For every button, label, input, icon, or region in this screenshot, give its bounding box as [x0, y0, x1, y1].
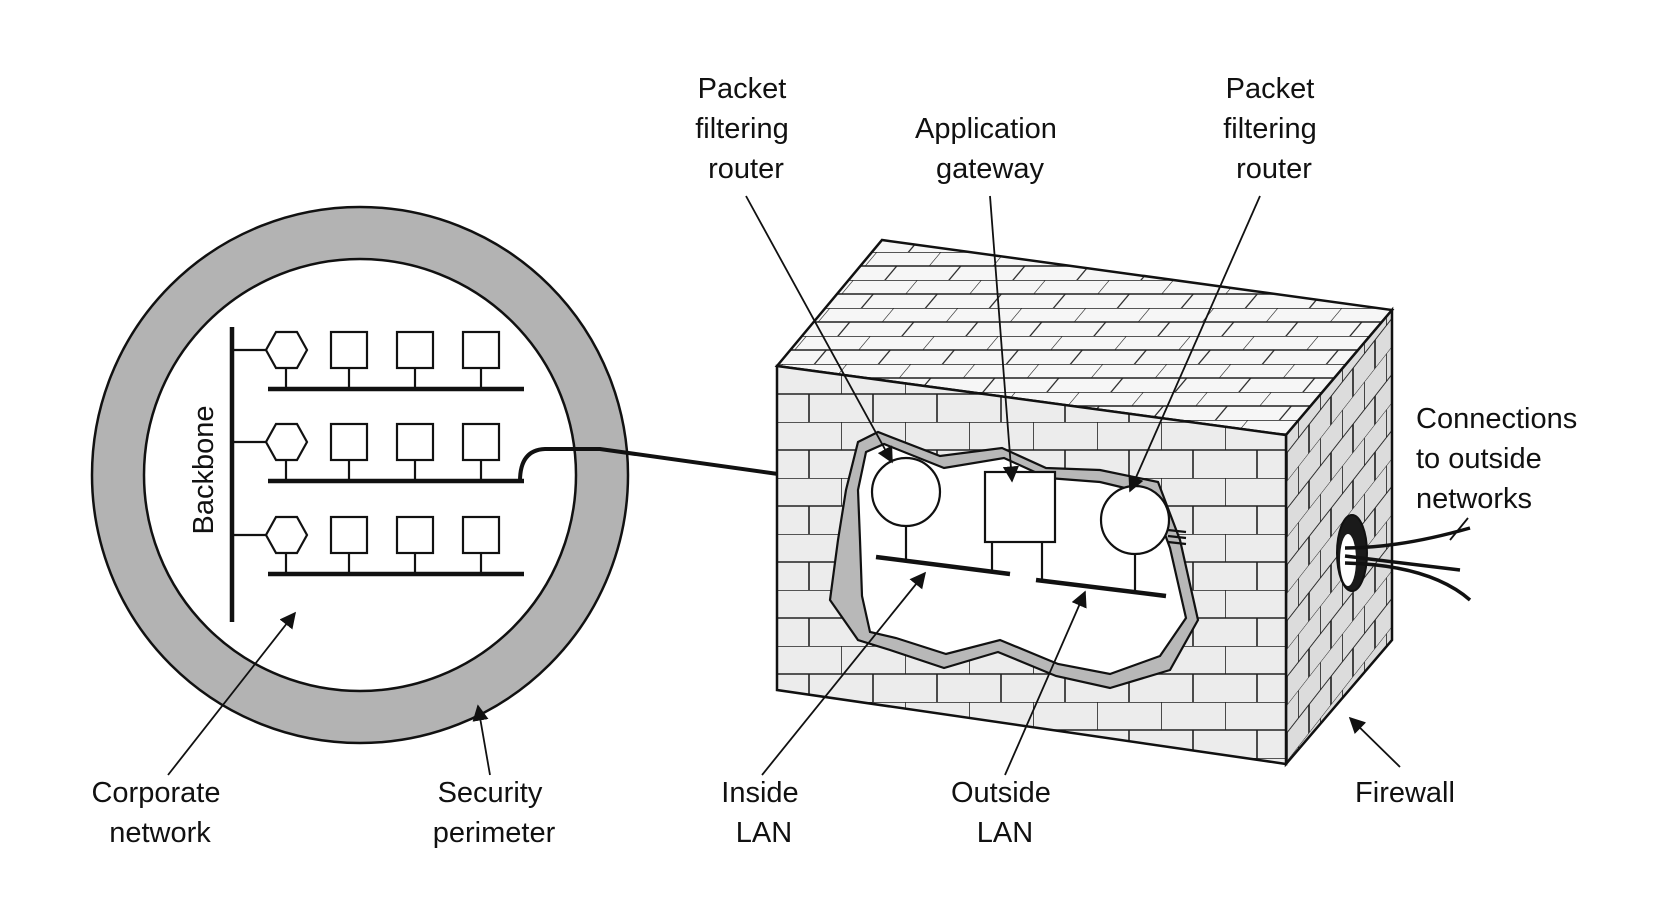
host-box	[395, 330, 435, 370]
outside-network-cables	[1344, 526, 1472, 602]
label-corporate-network: Corporate network	[91, 777, 228, 849]
host-box	[461, 515, 501, 555]
application-gateway-box	[983, 470, 1057, 544]
label-security-perimeter: Security perimeter	[433, 777, 556, 849]
router-hexagon	[264, 330, 309, 370]
label-backbone: Backbone	[188, 406, 220, 535]
label-connections-outside: Connections to outside networks	[1416, 403, 1585, 515]
host-box	[395, 515, 435, 555]
label-packet-filtering-router-right: Packet filtering router	[1223, 73, 1325, 185]
corporate-network	[229, 327, 524, 622]
router-hexagon	[264, 515, 309, 555]
lan-row-3	[232, 515, 524, 577]
label-application-gateway: Application gateway	[915, 113, 1065, 185]
label-outside-lan: Outside LAN	[951, 777, 1059, 849]
label-inside-lan: Inside LAN	[721, 777, 806, 849]
router-hexagon	[264, 422, 309, 462]
packet-filtering-router-left	[870, 456, 942, 528]
inside-lan-line	[875, 554, 1011, 577]
host-box	[461, 330, 501, 370]
host-box	[329, 515, 369, 555]
lan-row-1	[232, 330, 524, 392]
leader-lines	[167, 195, 1469, 776]
lan-row-2	[232, 422, 524, 484]
host-box	[461, 422, 501, 462]
host-box	[395, 422, 435, 462]
outside-lan-line	[1035, 577, 1167, 599]
label-firewall: Firewall	[1355, 777, 1455, 809]
packet-filtering-router-right	[1099, 484, 1171, 556]
corporate-uplink-cable	[518, 447, 779, 482]
host-box	[329, 330, 369, 370]
host-box	[329, 422, 369, 462]
firewall-block	[774, 238, 1395, 768]
security-perimeter-ring	[90, 205, 630, 745]
label-packet-filtering-router-left: Packet filtering router	[695, 73, 797, 185]
